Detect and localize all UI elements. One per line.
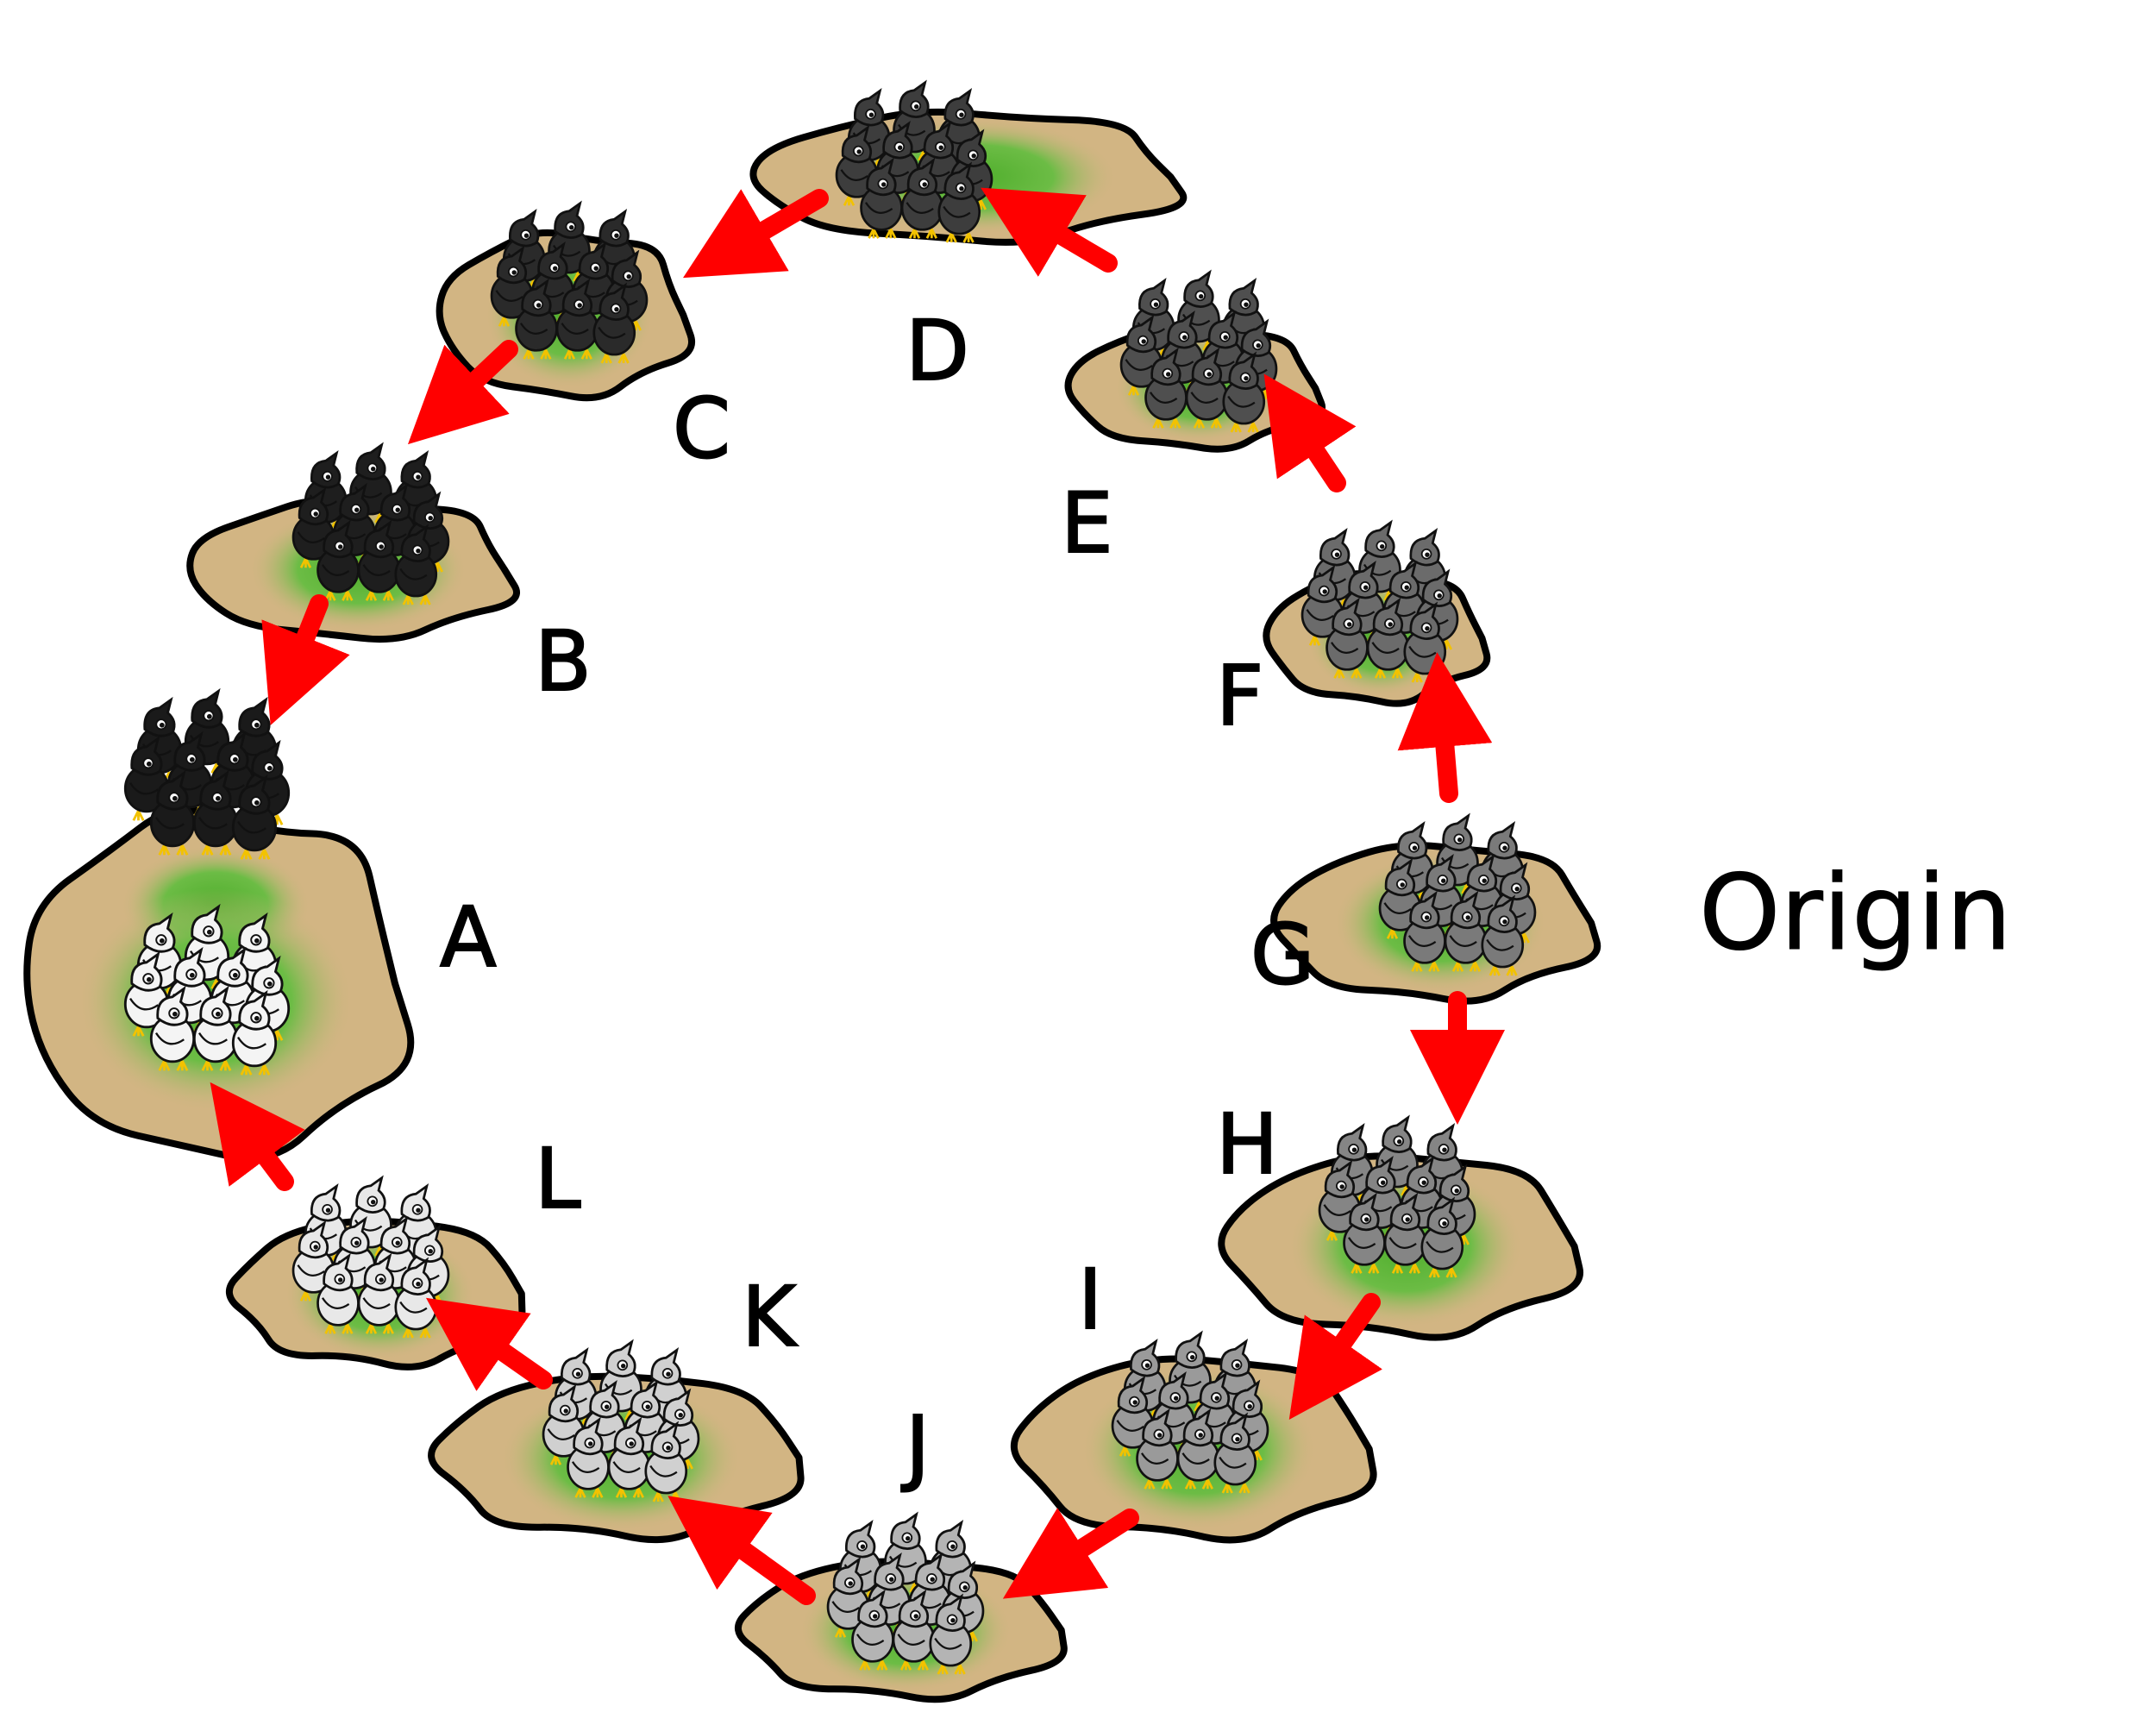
- bird-icon: [357, 519, 401, 601]
- bird-icon: [1343, 1192, 1386, 1274]
- island-label-i: I: [1078, 1251, 1102, 1348]
- island-label-e: E: [1061, 475, 1113, 572]
- bird-icon: [149, 985, 196, 1071]
- bird-icon: [860, 157, 903, 239]
- island-f: [1263, 519, 1491, 707]
- bird-flock: [1318, 1114, 1476, 1278]
- bird-icon: [123, 950, 170, 1037]
- bird-icon: [851, 1589, 894, 1671]
- island-label-a: A: [440, 889, 497, 986]
- bird-icon: [317, 1252, 360, 1334]
- bird-flock: [123, 903, 291, 1076]
- bird-icon: [1420, 1196, 1464, 1278]
- bird-icon: [900, 157, 944, 239]
- bird-flock: [826, 1511, 985, 1675]
- bird-icon: [231, 989, 278, 1076]
- bird-icon: [1436, 812, 1479, 894]
- bird-flock: [490, 200, 649, 364]
- migration-arrow: [1263, 373, 1357, 492]
- bird-icon: [1383, 1192, 1427, 1274]
- bird-icon: [555, 278, 599, 360]
- migration-arrow: [1288, 1293, 1382, 1421]
- migration-arrows-layer: [210, 187, 1505, 1605]
- island-label-h: H: [1216, 1096, 1278, 1193]
- bird-flock: [542, 1339, 700, 1502]
- bird-icon: [929, 1593, 973, 1675]
- island-g: [1270, 812, 1601, 1005]
- island-b: [186, 442, 520, 643]
- island-a: [23, 687, 415, 1162]
- bird-icon: [548, 200, 591, 282]
- island-labels-layer: A B C DE F GH I J K L: [439, 302, 1315, 1496]
- migration-arrow: [667, 1496, 816, 1605]
- bird-icon: [357, 1252, 401, 1334]
- bird-icon: [607, 1416, 651, 1498]
- bird-icon: [892, 1589, 936, 1671]
- origin-label: Origin: [1699, 854, 2012, 974]
- island-label-g: G: [1250, 906, 1314, 1003]
- island-k: [428, 1339, 805, 1544]
- bird-icon: [937, 161, 981, 243]
- migration-arrow: [682, 189, 829, 279]
- island-label-f: F: [1216, 648, 1263, 744]
- bird-icon: [567, 1416, 610, 1498]
- bird-flock: [1378, 812, 1537, 976]
- island-label-j: J: [901, 1398, 930, 1495]
- bird-icon: [1136, 1408, 1179, 1490]
- bird-flock: [1111, 1330, 1269, 1494]
- migration-arrow: [1397, 652, 1493, 803]
- bird-icon: [1444, 890, 1488, 972]
- bird-icon: [394, 524, 438, 605]
- bird-icon: [1185, 347, 1229, 429]
- bird-icon: [149, 769, 196, 856]
- bird-icon: [406, 491, 450, 573]
- bird-icon: [192, 769, 239, 856]
- island-label-b: B: [535, 613, 592, 710]
- migration-arrow: [407, 340, 518, 445]
- bird-flock: [1300, 519, 1459, 683]
- island-j: [735, 1511, 1068, 1703]
- bird-icon: [1176, 1408, 1220, 1490]
- bird-icon: [644, 1421, 688, 1502]
- bird-icon: [1169, 1330, 1212, 1412]
- bird-icon: [1481, 894, 1525, 976]
- bird-icon: [835, 124, 879, 206]
- island-label-k: K: [742, 1269, 798, 1365]
- island-label-d: D: [906, 303, 969, 399]
- bird-flock: [291, 442, 450, 605]
- island-label-l: L: [535, 1131, 580, 1227]
- bird-flock: [123, 687, 291, 860]
- island-d: [749, 79, 1188, 246]
- bird-flock: [1119, 269, 1278, 433]
- migration-arrow: [425, 1297, 553, 1391]
- migration-arrow: [981, 187, 1118, 277]
- bird-icon: [1403, 890, 1446, 972]
- bird-icon: [291, 1220, 335, 1302]
- migration-arrow: [1002, 1508, 1139, 1599]
- bird-flock: [291, 1175, 450, 1339]
- bird-icon: [184, 687, 230, 774]
- bird-icon: [1144, 347, 1188, 429]
- migration-arrow: [210, 1082, 305, 1191]
- island-i: [1010, 1330, 1377, 1544]
- bird-flock: [835, 79, 993, 243]
- islands-layer: [23, 79, 1601, 1703]
- bird-icon: [192, 985, 239, 1071]
- bird-icon: [394, 1257, 438, 1339]
- bird-icon: [1222, 351, 1266, 433]
- bird-icon: [592, 282, 636, 364]
- bird-icon: [231, 774, 278, 860]
- island-h: [1218, 1114, 1583, 1341]
- migration-arrow: [261, 594, 350, 725]
- island-e: [1064, 269, 1326, 453]
- island-label-c: C: [673, 380, 730, 477]
- bird-icon: [1213, 1412, 1257, 1494]
